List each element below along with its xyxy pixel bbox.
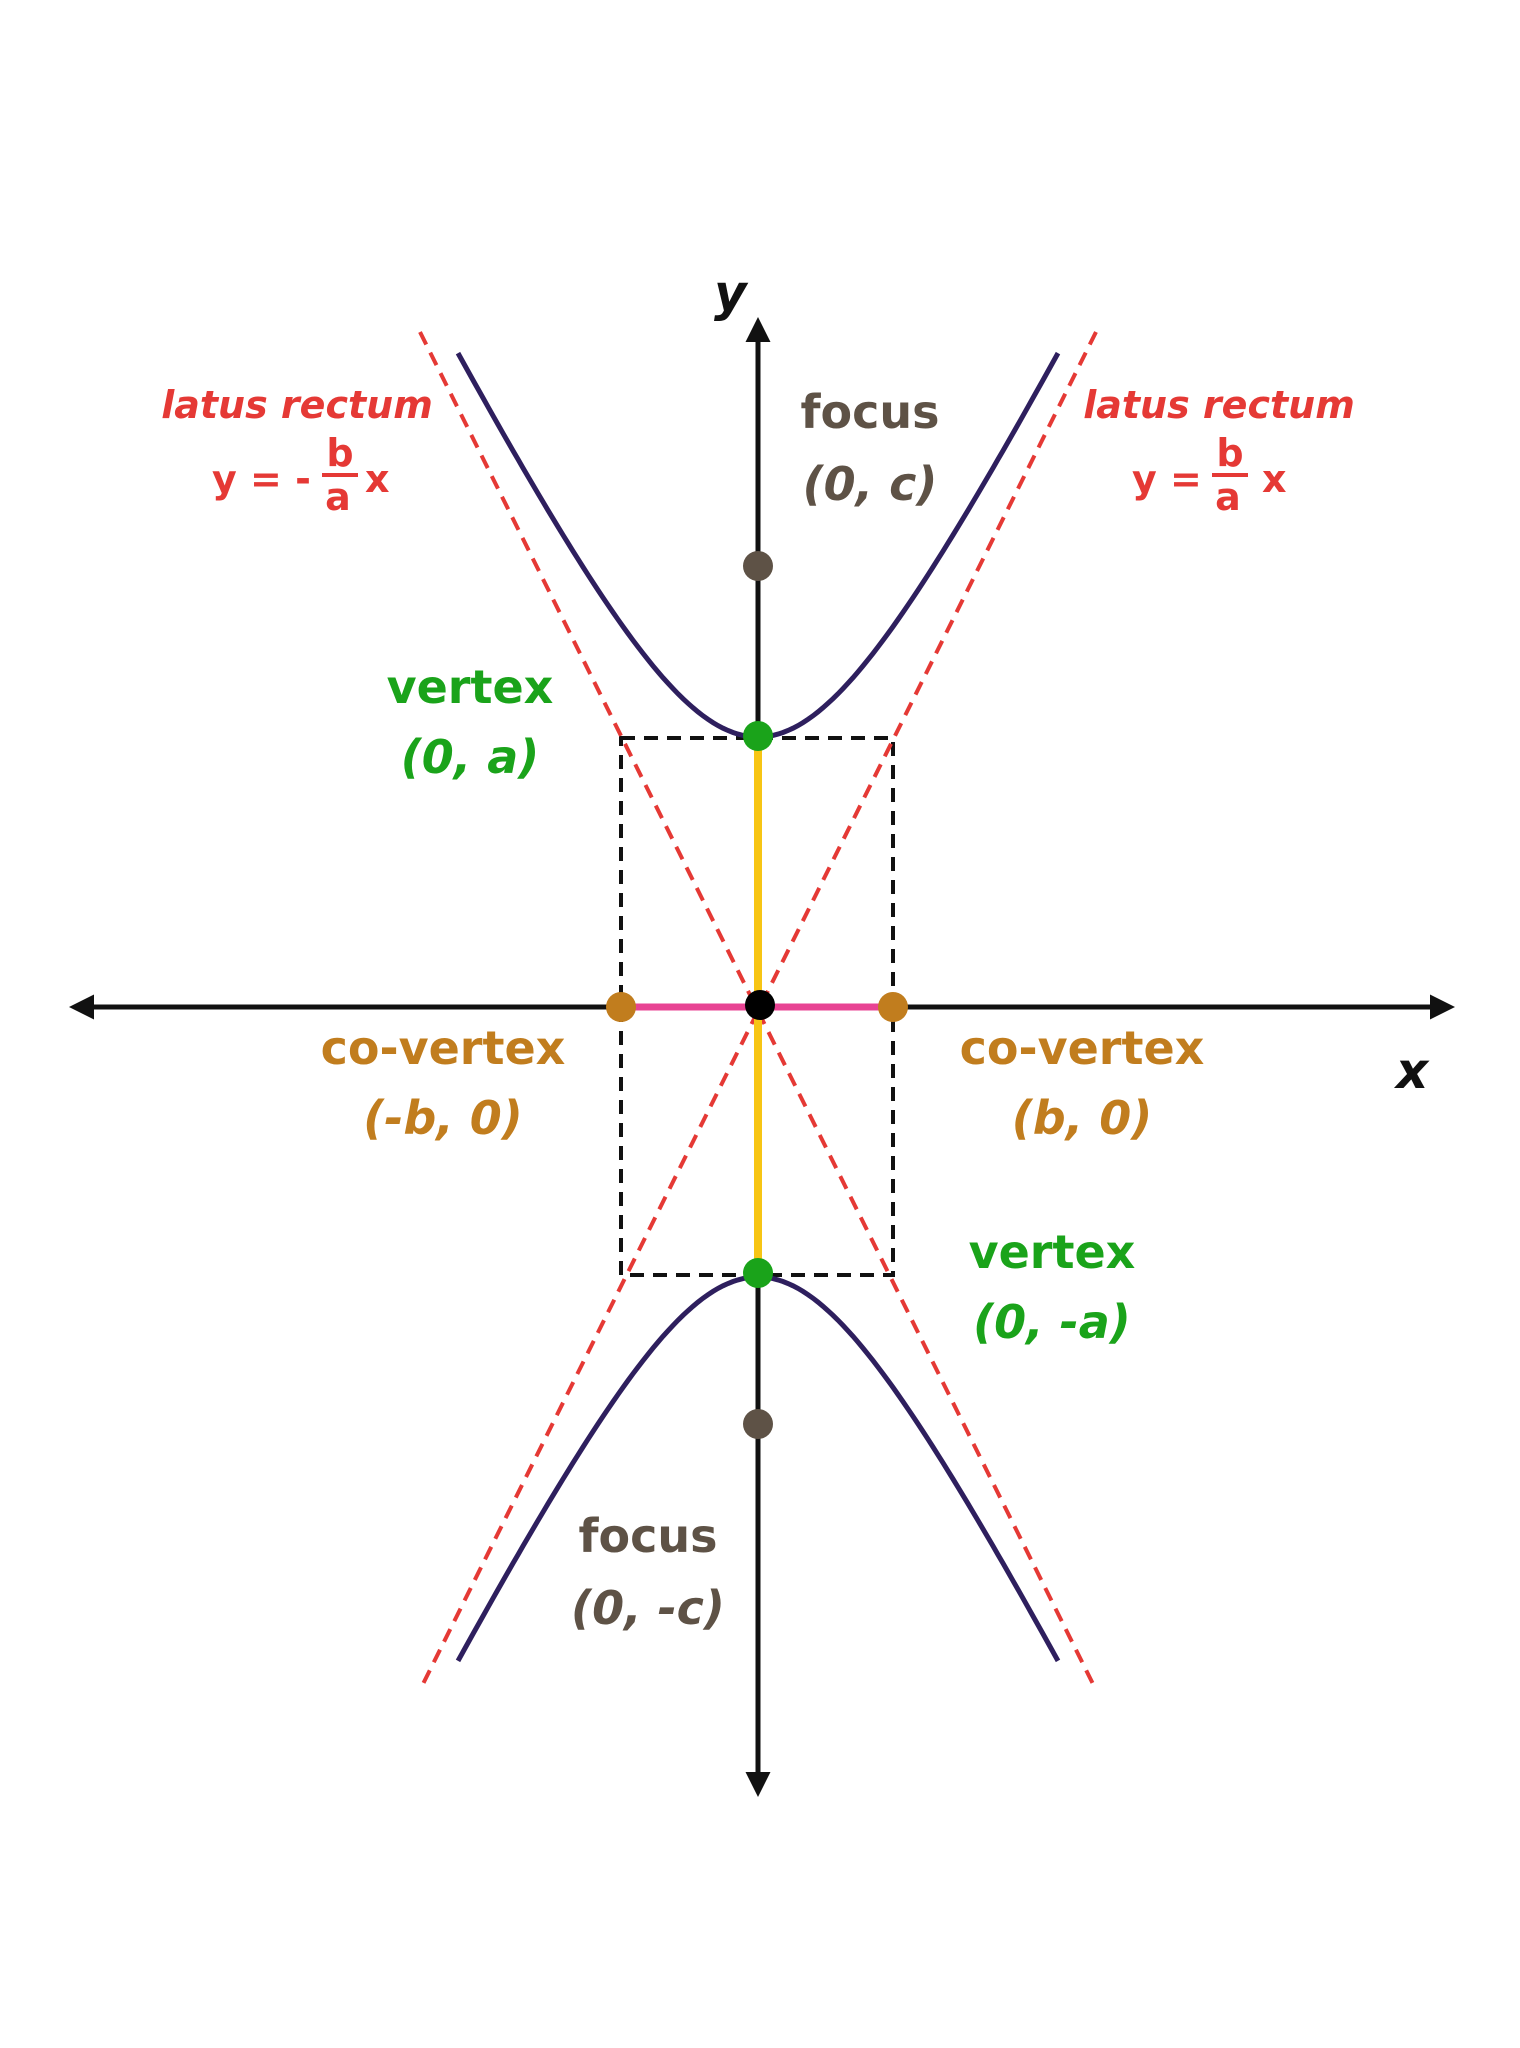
vertex-bottom-point (743, 1258, 773, 1288)
asymptote-right-lhs: y = (1132, 457, 1202, 501)
asymptote-left-lhs: y = - (212, 457, 311, 501)
co-vertex-right-name: co-vertex (960, 1021, 1205, 1075)
focus-bottom-name: focus (578, 1509, 717, 1563)
vertex-top-name: vertex (387, 660, 554, 714)
vertex-bottom-coords: (0, -a) (973, 1295, 1131, 1349)
asymptote-left-numerator: b (326, 431, 353, 475)
y-axis-label: y (714, 264, 749, 322)
co-vertex-left-coords: (-b, 0) (363, 1091, 523, 1145)
vertex-top-coords: (0, a) (401, 730, 540, 784)
focus-top-name: focus (800, 385, 939, 439)
focus-bottom-point (743, 1409, 773, 1439)
asymptote-left-title: latus rectum (161, 383, 433, 427)
co-vertex-right-coords: (b, 0) (1012, 1091, 1152, 1145)
co-vertex-left-point (606, 992, 636, 1022)
asymptote-left-denominator: a (325, 475, 351, 519)
asymptote-right-title: latus rectum (1083, 383, 1355, 427)
asymptote-right-denominator: a (1215, 475, 1241, 519)
center-point (745, 990, 775, 1020)
co-vertex-right-point (878, 992, 908, 1022)
focus-bottom-coords: (0, -c) (571, 1581, 725, 1635)
co-vertex-left-name: co-vertex (321, 1021, 566, 1075)
asymptote-right-numerator: b (1216, 431, 1243, 475)
vertex-top-point (743, 721, 773, 751)
focus-top-coords: (0, c) (803, 457, 938, 511)
vertex-bottom-name: vertex (969, 1225, 1136, 1279)
x-axis-label: x (1393, 1042, 1430, 1100)
asymptote-right-var: x (1262, 457, 1287, 501)
asymptote-left-var: x (365, 457, 390, 501)
focus-top-point (743, 551, 773, 581)
